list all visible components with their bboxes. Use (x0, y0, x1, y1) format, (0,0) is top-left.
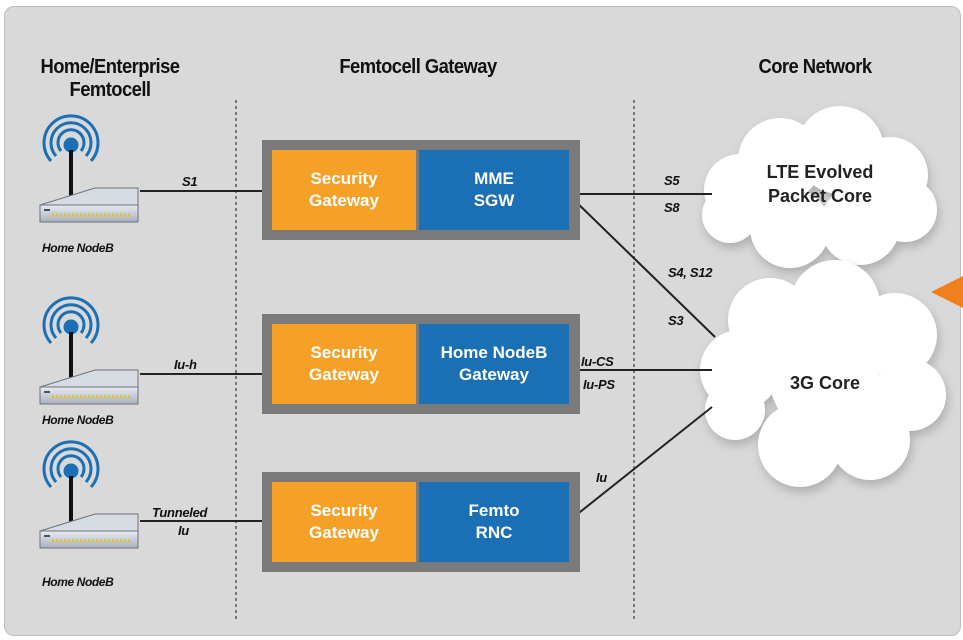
router-box-icon (39, 187, 139, 223)
security-gateway-box[interactable]: Security Gateway (272, 482, 416, 562)
lte-core-label: LTE Evolved Packet Core (735, 160, 905, 208)
interface-s3: S3 (668, 313, 684, 328)
interface-iu: Iu (596, 470, 607, 485)
interface-iu-cs: Iu-CS (581, 354, 614, 369)
interface-s4-s12: S4, S12 (668, 265, 713, 280)
home-nodeb-device-2 (39, 296, 139, 405)
home-nodeb-device-3 (39, 440, 139, 549)
header-home-line-2: Femtocell (69, 79, 151, 101)
interface-s1: S1 (182, 174, 198, 189)
function-label-line-2: RNC (475, 523, 513, 542)
lte-core-line-2: Packet Core (767, 186, 873, 206)
gateway-mme-sgw: Security Gateway MME SGW (262, 140, 580, 240)
function-label-line-2: Gateway (459, 365, 529, 384)
security-gateway-box[interactable]: Security Gateway (272, 150, 416, 230)
interface-s5: S5 (664, 173, 680, 188)
security-label-line-1: Security (310, 343, 378, 362)
mme-sgw-box[interactable]: MME SGW (419, 150, 569, 230)
lte-core-line-1: LTE Evolved (766, 162, 874, 182)
interface-iu-ps: Iu-PS (583, 377, 615, 392)
security-label-line-2: Gateway (309, 523, 379, 542)
function-label-line-1: Home NodeB (440, 343, 548, 362)
home-nodeb-label-2: Home NodeB (42, 413, 114, 427)
gateway-femto-rnc: Security Gateway Femto RNC (262, 472, 580, 572)
header-core-network: Core Network (758, 56, 872, 78)
orange-arrow-icon[interactable] (931, 276, 963, 308)
header-home-enterprise: Home/Enterprise Femtocell (18, 56, 202, 102)
connection-lines (140, 190, 716, 522)
function-label-line-1: MME (474, 169, 514, 188)
antenna-icon (42, 114, 100, 163)
lte-core-cloud (702, 106, 939, 273)
threeg-core-cloud (700, 260, 948, 492)
home-nodeb-label-3: Home NodeB (42, 575, 114, 589)
security-label-line-1: Security (310, 169, 378, 188)
threeg-core-label: 3G Core (789, 373, 861, 393)
header-femtocell-gateway: Femtocell Gateway (339, 56, 497, 78)
security-label-line-2: Gateway (309, 365, 379, 384)
security-gateway-box[interactable]: Security Gateway (272, 324, 416, 404)
gateway-home-nodeb: Security Gateway Home NodeB Gateway (262, 314, 580, 414)
interface-s8: S8 (664, 200, 680, 215)
antenna-icon (42, 440, 100, 489)
security-label-line-2: Gateway (309, 191, 379, 210)
home-nodeb-gateway-box[interactable]: Home NodeB Gateway (419, 324, 569, 404)
header-home-line-1: Home/Enterprise (40, 56, 181, 78)
security-label-line-1: Security (310, 501, 378, 520)
function-label-line-2: SGW (473, 191, 515, 210)
router-box-icon (39, 369, 139, 405)
interface-iu-h: Iu-h (174, 357, 197, 372)
interface-tunneled-line-2: Iu (178, 523, 189, 538)
router-box-icon (39, 513, 139, 549)
femto-rnc-box[interactable]: Femto RNC (419, 482, 569, 562)
home-nodeb-device-1 (39, 114, 139, 223)
interface-tunneled-line-1: Tunneled (152, 505, 208, 520)
interface-tunneled-iu: Tunneled Iu (152, 505, 207, 538)
function-label-line-1: Femto (468, 501, 520, 520)
home-nodeb-label-1: Home NodeB (42, 241, 114, 255)
